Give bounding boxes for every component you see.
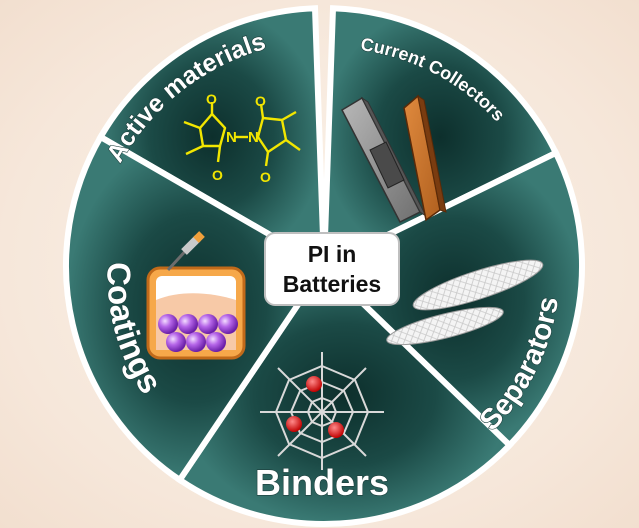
- center-title-line-2: Batteries: [283, 271, 381, 297]
- atom-o-2: O: [212, 167, 223, 183]
- atom-n-right: N: [248, 129, 259, 146]
- coating-layer-icon: [146, 231, 246, 360]
- center-title-line-1: PI in: [308, 241, 357, 267]
- spider-web-icon: [260, 352, 384, 470]
- segment-active-materials: [96, 5, 328, 272]
- current-collector-foils-icon: [341, 94, 447, 224]
- segment-current-collectors: [320, 5, 560, 271]
- center-label-box: PI in Batteries: [264, 232, 400, 306]
- atom-o-4: O: [260, 169, 271, 185]
- imide-molecule-icon: [183, 102, 301, 167]
- spider-web-dots: [286, 376, 344, 438]
- atom-o-1: O: [206, 91, 217, 107]
- separator-membranes-icon: [386, 259, 544, 346]
- atom-o-3: O: [255, 93, 266, 109]
- molecule-atom-labels: N N O O O O: [206, 91, 271, 185]
- atom-n-left: N: [226, 129, 237, 146]
